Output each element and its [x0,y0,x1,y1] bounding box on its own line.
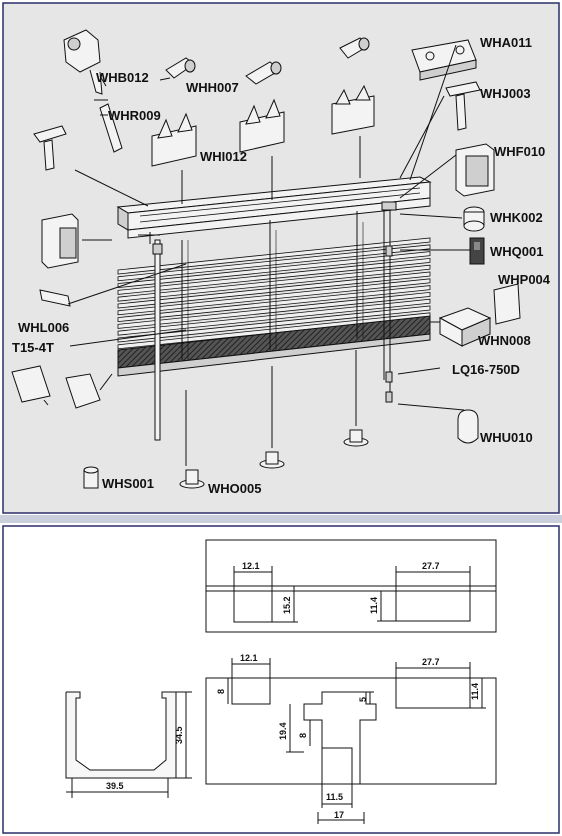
dimension-panel: 12.1 27.7 15.2 11.4 [2,525,560,834]
part-whq001 [469,237,485,265]
dim-profile-height: 34.5 [174,726,184,744]
tilt-wand [152,239,163,441]
panel-divider [0,515,562,523]
part-whu010 [457,409,479,444]
dim-center-height: 19.4 [278,722,288,740]
label-whb012: WHB012 [96,70,149,85]
dim-center-width: 17 [334,810,344,820]
part-wha011 [411,39,477,81]
part-left-block [41,213,79,269]
part-whj003 [445,81,481,131]
slat [117,244,431,282]
part-whl006 [39,289,71,307]
slat [117,298,431,336]
label-whl006: WHL006 [18,320,69,335]
label-whi012: WHI012 [200,149,247,164]
slat [117,237,431,275]
dimension-frame [2,525,560,834]
label-lq16-750d: LQ16-750D [452,362,520,377]
dim-top-right-height: 11.4 [369,597,379,614]
slat [117,251,431,289]
slat [117,291,431,329]
slat [117,257,431,295]
part-whs001 [83,466,99,489]
label-whh007: WHH007 [186,80,239,95]
part-bracket-middle [239,61,285,153]
part-tassel-stops [259,429,369,469]
exploded-view-panel: WHA011 WHB012 WHH007 WHJ003 WHR009 WHI01… [0,2,562,523]
dim-bot-right-width: 27.7 [422,657,440,667]
label-whk002: WHK002 [490,210,543,225]
label-t15-4t: T15-4T [12,340,54,355]
slat [117,264,431,302]
label-wha011: WHA011 [480,35,532,50]
profile-drawing: 39.5 34.5 [65,691,192,798]
dim-bot-right-height: 11.4 [470,683,480,700]
part-whp004 [493,283,521,325]
slat [117,285,431,323]
leader-lines [43,44,470,466]
dim-top-left-width: 12.1 [242,561,260,571]
dim-bot-left-height: 8 [216,689,226,694]
label-whs001: WHS001 [102,476,154,491]
dim-profile-width: 39.5 [106,781,124,791]
part-left-bracket [33,125,67,171]
headrail [116,176,432,244]
part-who005 [179,469,205,489]
part-whk002 [463,206,485,232]
label-whq001: WHQ001 [490,244,543,259]
slat [117,305,431,343]
dim-center-notch: 5 [358,697,368,702]
label-whf010: WHF010 [494,144,545,159]
part-end-cap-left [11,365,101,409]
dim-top-right-width: 27.7 [422,561,440,571]
dim-bot-left-width: 12.1 [240,653,258,663]
label-whn008: WHN008 [478,333,531,348]
slats [117,237,431,377]
elevation-drawing: 12.1 27.7 8 11.4 5 19.4 8 [205,653,497,824]
part-whf010 [455,143,495,197]
dim-center-inner-width: 11.5 [326,792,343,802]
slat [117,271,431,309]
part-bracket-right [331,37,375,135]
dim-top-left-height: 15.2 [282,596,292,614]
label-whu010: WHU010 [480,430,533,445]
label-whr009: WHR009 [108,108,161,123]
label-whj003: WHJ003 [480,86,531,101]
part-whn008 [438,307,492,347]
part-whi012 [151,112,197,167]
label-who005: WHO005 [208,481,261,496]
dim-center-inner: 8 [298,733,308,738]
label-whp004: WHP004 [498,272,551,287]
part-whb012 [63,29,103,95]
top-view-drawing: 12.1 27.7 15.2 11.4 [205,539,497,633]
slat [117,278,431,316]
part-whh007 [165,57,196,79]
part-whr009 [99,103,123,153]
